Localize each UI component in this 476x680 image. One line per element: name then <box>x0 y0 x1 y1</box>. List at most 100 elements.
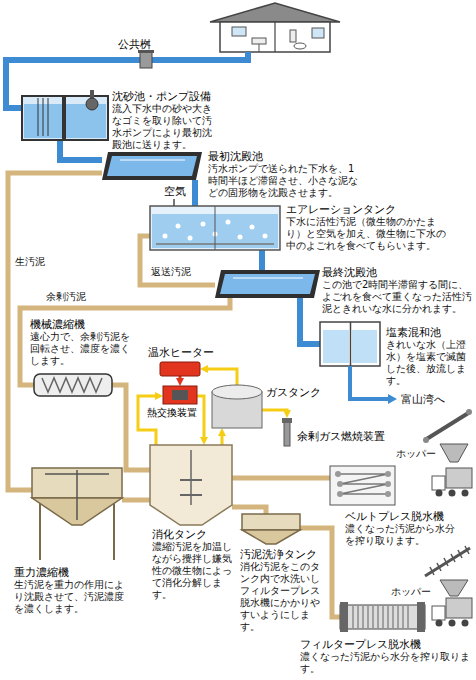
water-heater-figure <box>160 362 200 376</box>
grit-chamber-figure <box>22 90 108 140</box>
facility-name: 沈砂池・ポンプ設備 <box>112 90 211 103</box>
facility-description: きれいな水（上澄水）を塩素で滅菌した後、放流します。 <box>386 339 474 387</box>
house-illustration <box>274 22 275 52</box>
pipe-connector <box>232 478 330 479</box>
facility-name: 消化タンク <box>152 528 207 541</box>
screw-conveyor-hopper-truck <box>462 620 469 627</box>
facility-description: 汚水ポンプで送られた下水を、1時間半ほど滞留させ、小さな泥などの固形物を沈殿させ… <box>208 163 364 199</box>
belt-press-figure <box>336 474 388 494</box>
aeration-tank-figure <box>163 234 168 239</box>
aeration-tank-figure <box>150 206 280 250</box>
pipe-connector <box>218 428 226 445</box>
facility-name: 最終沈殿池 <box>322 266 377 279</box>
facility-node: 汚泥洗浄タンク消化汚泥をこのタンク内で水洗いしフィルタープレス脱水機にかかりやす… <box>240 514 326 633</box>
facility-description: 流入下水中の砂や大きなゴミを取り除いて汚水ポンプにより最初沈殿池に送ります。 <box>112 103 212 151</box>
screw-conveyor-hopper-truck <box>446 598 472 618</box>
belt-press-figure <box>385 471 391 477</box>
house-illustration <box>312 28 324 38</box>
digestion-tank-figure <box>190 450 192 505</box>
facility-name: フィルタープレス脱水機 <box>300 638 421 651</box>
grit-chamber-figure <box>38 98 39 136</box>
chlorine-tank-figure <box>350 322 352 366</box>
house-illustration <box>220 22 330 52</box>
screw-conveyor-hopper-truck <box>430 546 469 575</box>
facility-node: 重力濃縮機生汚泥を重力の作用により沈殿させて、汚泥濃度を濃くします。 <box>14 468 128 615</box>
mechanical-thickener-figure <box>34 372 112 398</box>
pipe-line <box>122 498 150 503</box>
digestion-tank-figure <box>150 445 232 525</box>
screw-conveyor-hopper-truck <box>425 546 472 627</box>
conveyor-hopper-truck <box>446 468 472 488</box>
sludge-wash-tank-figure <box>242 514 300 544</box>
facility-description: 濃くなった汚泥から水分を搾り取ります。 <box>345 523 457 547</box>
facility-node: ベルトプレス脱水機濃くなった汚泥から水分を搾り取ります。 <box>330 462 457 547</box>
outflow-arrow <box>388 394 397 404</box>
pipe-connector <box>195 180 196 206</box>
digestion-tank-figure <box>150 445 232 525</box>
pipe-connector <box>197 396 208 445</box>
facility-name: ガスタンク <box>266 386 321 399</box>
facility-name: 熱交換装置 <box>147 406 197 419</box>
grit-chamber-figure <box>43 98 44 136</box>
filter-press-figure <box>340 602 425 632</box>
conveyor-hopper-truck <box>462 490 469 497</box>
pipe-connector <box>112 385 150 470</box>
belt-press-figure <box>330 462 395 505</box>
belt-press-figure <box>330 466 395 505</box>
facility-name: エアレーションタンク <box>286 203 396 216</box>
gravity-thickener-figure <box>39 498 41 560</box>
screw-conveyor-hopper-truck <box>449 620 456 627</box>
facility-name: 重力濃縮機 <box>14 566 69 579</box>
house-illustration <box>252 38 266 44</box>
pipe-connector <box>262 250 263 270</box>
pipe-line <box>300 298 320 344</box>
chlorine-tank-figure <box>320 322 380 366</box>
conveyor-hopper-truck <box>425 412 470 440</box>
gravity-thickener-figure <box>76 470 78 520</box>
pipe-connector <box>200 365 237 385</box>
outflow-pipe <box>350 366 390 399</box>
belt-press-figure <box>337 481 343 487</box>
flow-label: 返送汚泥 <box>150 266 192 278</box>
gas-burner-figure <box>284 422 290 446</box>
pipe-connector <box>60 140 102 160</box>
gas-burner-figure <box>282 418 292 446</box>
gas-tank-figure <box>212 385 262 428</box>
facility-name: 温水ヒーター <box>148 346 214 359</box>
conveyor-hopper-truck <box>440 444 468 462</box>
mechanical-thickener-figure <box>34 374 112 396</box>
conveyor-hopper-truck <box>449 490 456 497</box>
annotation-label: ホッパー <box>390 586 432 598</box>
screw-conveyor-hopper-truck <box>432 606 445 620</box>
arrow-head <box>176 378 184 386</box>
heat-exchanger-figure <box>163 386 197 404</box>
aeration-tank-figure <box>150 206 280 250</box>
facility-node: 公共桝 <box>118 38 152 68</box>
house-illustration <box>294 43 306 49</box>
facility-name: 最初沈殿池 <box>208 150 263 163</box>
heat-exchanger-figure <box>163 386 197 404</box>
facility-node: 最終沈殿池この池で2時間半滞留する間に、よごれを食べて重くなった活性汚泥ときれい… <box>215 266 474 315</box>
facility-description: 生汚泥を重力の作用により沈殿させて、汚泥濃度を濃くします。 <box>14 579 128 615</box>
flow-label: 生汚泥 <box>14 256 46 268</box>
digestion-tank-figure <box>180 479 202 481</box>
house-illustration <box>210 3 340 22</box>
aeration-tank-figure <box>176 224 181 229</box>
facility-name: 塩素混和池 <box>386 326 441 339</box>
arrow-head <box>283 410 291 418</box>
gas-burner-figure <box>282 418 292 446</box>
chlorine-tank-figure <box>352 330 377 363</box>
pipe-connector <box>176 376 184 386</box>
annotation-label: 富山湾へ <box>400 393 446 406</box>
digestion-tank-figure <box>180 494 202 496</box>
filter-press-figure <box>340 605 425 629</box>
pipe-line <box>262 410 287 414</box>
manhole-figure <box>140 52 152 68</box>
final-settling-figure <box>220 274 315 294</box>
grit-chamber-figure <box>22 96 108 140</box>
pipe-line <box>112 385 150 470</box>
facility-node: 最初沈殿池汚水ポンプで送られた下水を、1時間半ほど滞留させ、小さな泥などの固形物… <box>102 150 364 199</box>
belt-press-figure <box>337 491 343 497</box>
primary-settling-figure <box>102 152 202 180</box>
primary-settling-figure <box>107 156 197 176</box>
